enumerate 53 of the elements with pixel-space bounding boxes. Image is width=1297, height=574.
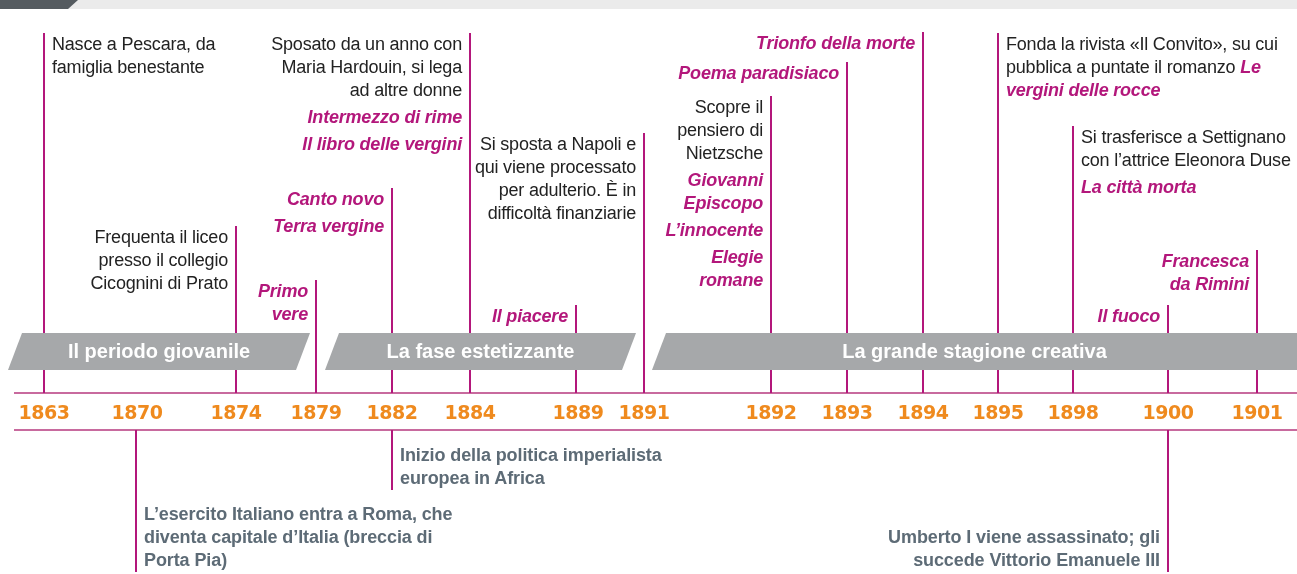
- event-text: Sposato da un anno con Maria Hardouin, si lega ad altre donne: [270, 33, 462, 103]
- history-note: L’esercito Italiano entra a Roma, che diventa capitale d’Italia (breccia di Porta Pia): [144, 502, 454, 572]
- leader-line: [43, 32, 45, 394]
- event-text: Si trasferisce a Settignano con l’attrice Eleonora Duse: [1081, 126, 1292, 173]
- leader-line: [1167, 429, 1169, 573]
- work-title: Il libro delle vergini: [301, 133, 462, 157]
- leader-line: [643, 132, 645, 394]
- work-title: La città morta: [1081, 176, 1198, 200]
- work-title: Poema paradisiaco: [677, 62, 839, 85]
- work-title: Trionfo della morte: [755, 32, 915, 55]
- period-band: La grande stagione creativa: [652, 333, 1297, 370]
- year-label: 1894: [890, 393, 956, 430]
- year-label: 1891: [611, 393, 677, 430]
- leader-line: [391, 429, 393, 491]
- leader-line: [846, 61, 848, 394]
- work-title: Canto novo: [286, 188, 384, 211]
- leader-line: [469, 32, 471, 394]
- event-text: Scopre il pensiero di Nietzsche: [676, 96, 763, 166]
- year-label: 1884: [437, 393, 503, 430]
- year-label: 1874: [203, 393, 269, 430]
- year-label: 1901: [1224, 393, 1290, 430]
- year-label: 1863: [11, 393, 77, 430]
- year-label: 1895: [965, 393, 1031, 430]
- work-title: Il piacere: [490, 305, 568, 328]
- work-title: Giovanni Episcopo: [682, 169, 763, 216]
- history-note: Umberto I viene assassinato; gli succede Vittorio Emanuele III: [887, 525, 1160, 572]
- year-label: 1892: [738, 393, 804, 430]
- leader-line: [997, 32, 999, 394]
- work-title: Il fuoco: [1096, 305, 1160, 328]
- event-text: Fonda la rivista «Il Convito», su cui pubblica a puntate il romanzo Le vergini delle rocce: [1006, 33, 1279, 103]
- year-label: 1893: [814, 393, 880, 430]
- work-title: Primo vere: [257, 280, 308, 327]
- leader-line: [135, 429, 137, 573]
- year-label: 1900: [1135, 393, 1201, 430]
- year-label: 1889: [545, 393, 611, 430]
- event-text: Frequenta il liceo presso il collegio Cicognini di Prato: [89, 226, 228, 296]
- history-note: Inizio della politica imperialista europea in Africa: [400, 443, 663, 490]
- leader-line: [922, 31, 924, 394]
- work-title: Elegie romane: [698, 246, 763, 293]
- work-title: Intermezzo di rime: [306, 106, 462, 130]
- event-text: Nasce a Pescara, da famiglia benestante: [52, 33, 217, 80]
- event-text: Si sposta a Napoli e qui viene processato per adulterio. È in difficoltà finanziarie: [473, 133, 636, 226]
- year-label: 1898: [1040, 393, 1106, 430]
- work-title: L’innocente: [664, 219, 763, 243]
- period-band: La fase estetizzante: [325, 333, 636, 370]
- year-label: 1882: [359, 393, 425, 430]
- work-title: Francesca da Rimini: [1160, 250, 1249, 297]
- work-title: Terra vergine: [272, 215, 384, 239]
- year-label: 1870: [104, 393, 170, 430]
- leader-line: [315, 279, 317, 394]
- year-label: 1879: [283, 393, 349, 430]
- leader-line: [770, 95, 772, 394]
- period-band: Il periodo giovanile: [8, 333, 310, 370]
